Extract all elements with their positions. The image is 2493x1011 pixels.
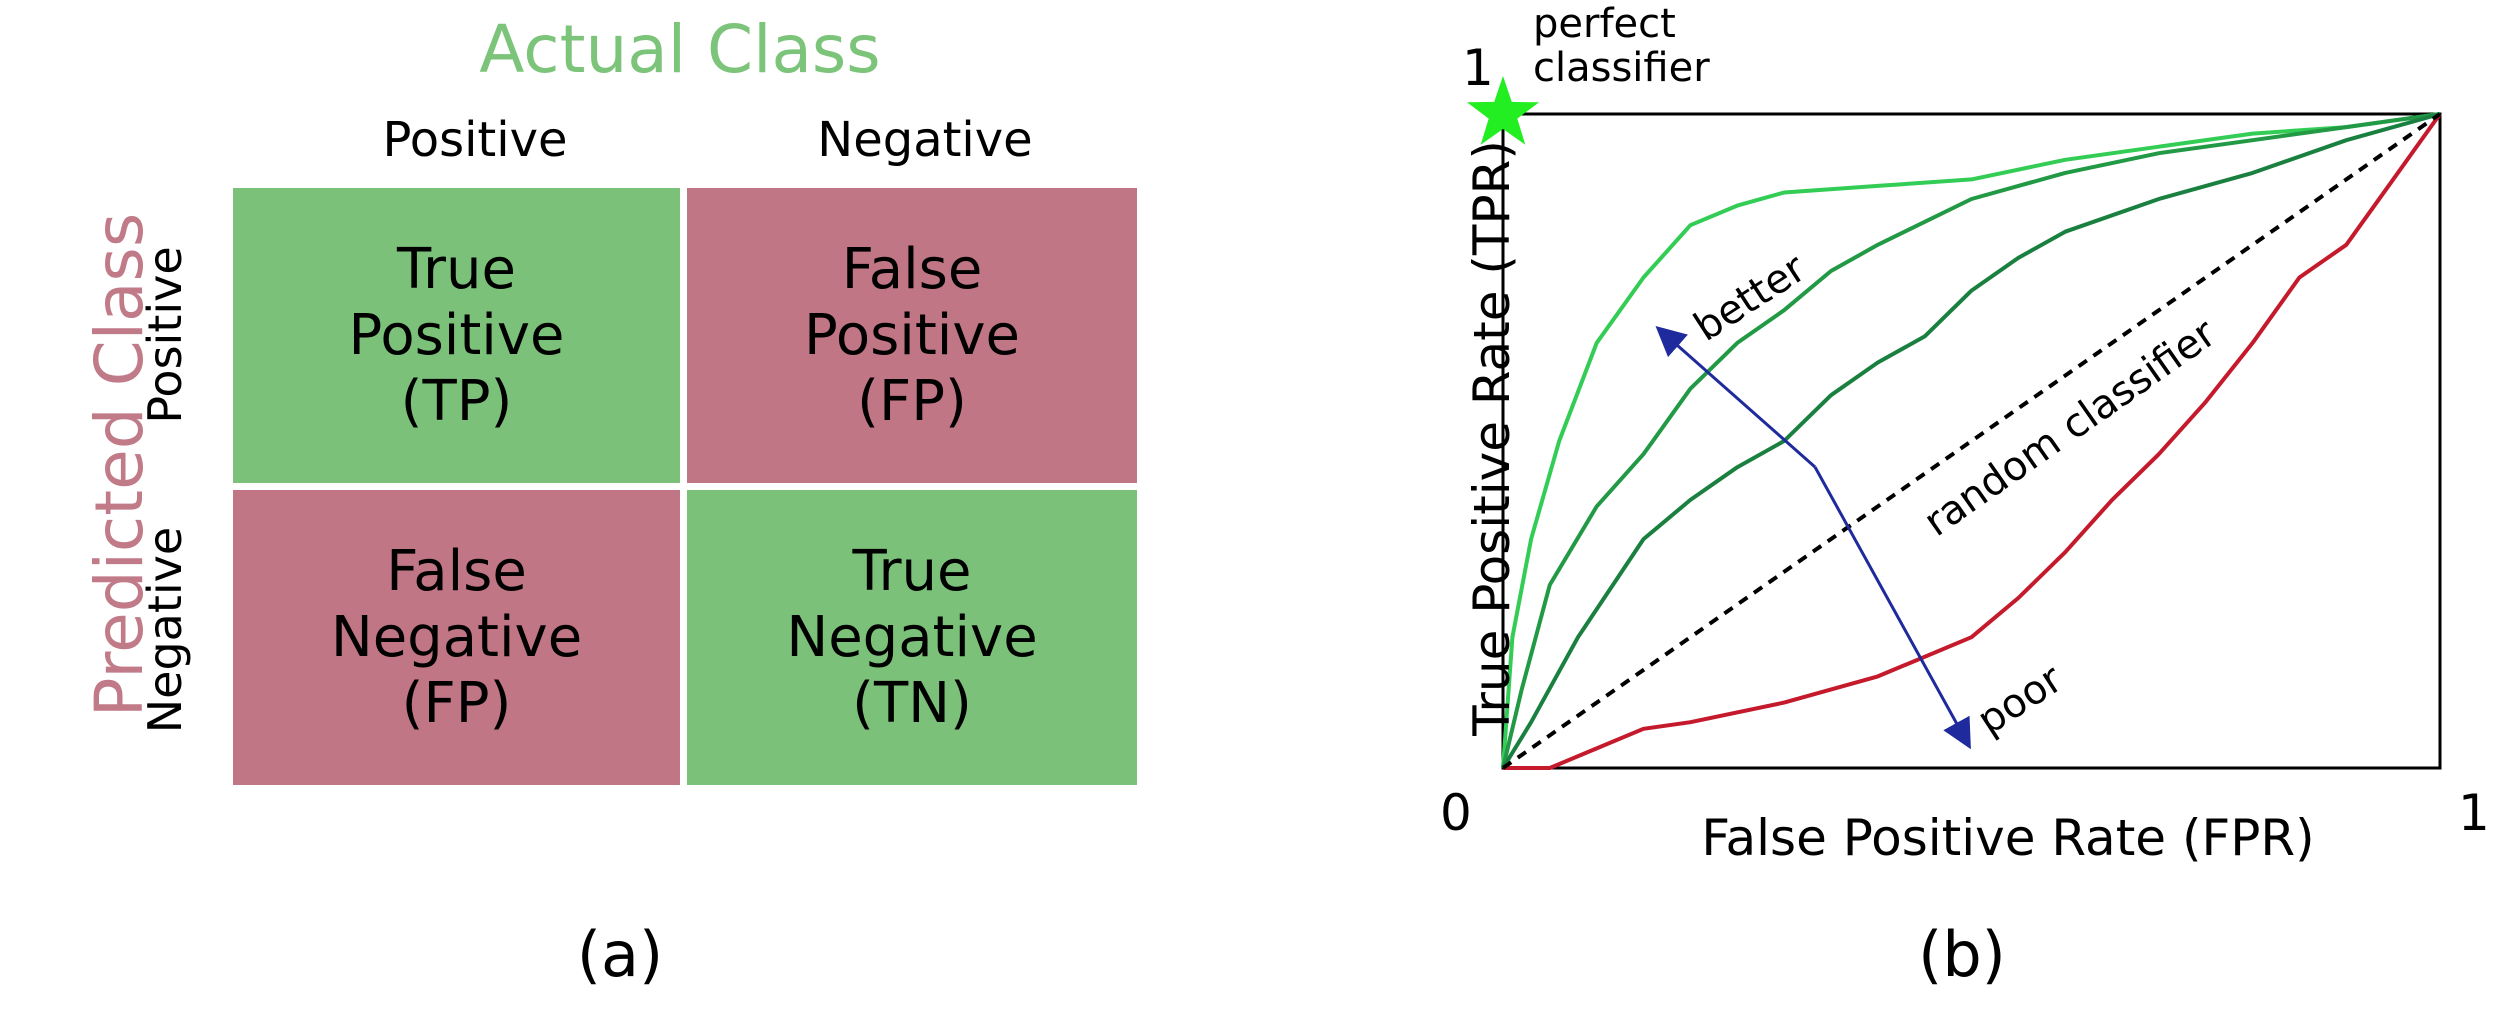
cell-line: Negative [330, 604, 583, 670]
cell-line: (TN) [852, 670, 972, 736]
perfect-label-line: perfect [1533, 1, 1676, 47]
poor-arrow [1813, 466, 1971, 750]
roc-curve-mid [1501, 112, 2441, 769]
better-arrow [1655, 326, 1816, 469]
cell-line: Positive [348, 302, 565, 368]
cell-line: Negative [786, 604, 1038, 670]
actual-class-title: Actual Class [479, 11, 881, 88]
perfect-classifier-label: perfect classifier [1533, 2, 1710, 90]
caption-b: (b) [1918, 918, 2006, 991]
y-axis-label: True Positive Rate (TPR) [1463, 140, 1521, 736]
tick-x-right: 1 [2458, 784, 2490, 842]
cell-line: (TP) [400, 368, 513, 434]
roc-curve-low [1501, 112, 2441, 770]
perfect-label-line: classifier [1533, 45, 1710, 91]
cell-line: True [852, 538, 972, 604]
cell-line: True [397, 236, 516, 302]
cell-line: False [841, 236, 983, 302]
x-axis-label: False Positive Rate (FPR) [1701, 809, 2315, 867]
tick-y-top: 1 [1462, 39, 1494, 97]
cell-line: Positive [804, 302, 1020, 368]
cell-true-negative: True Negative (TN) [687, 490, 1137, 785]
plot-frame [1501, 112, 2442, 770]
tick-origin: 0 [1440, 784, 1472, 842]
cell-false-negative: False Negative (FP) [233, 490, 680, 785]
cell-false-positive: False Positive (FP) [687, 188, 1137, 483]
caption-a: (a) [576, 918, 664, 991]
roc-curve-poor [1503, 112, 2442, 770]
roc-curve-best [1501, 112, 2441, 769]
column-label-negative: Negative [817, 112, 1033, 168]
roc-curves [1501, 112, 2442, 770]
cell-true-positive: True Positive (TP) [233, 188, 680, 483]
cell-line: False [386, 538, 527, 604]
cell-line: (FP) [401, 670, 512, 736]
cell-line: (FP) [857, 368, 967, 434]
random-classifier-line [1501, 112, 2442, 770]
perfect-classifier-star [1466, 76, 1540, 145]
column-label-positive: Positive [382, 112, 568, 168]
